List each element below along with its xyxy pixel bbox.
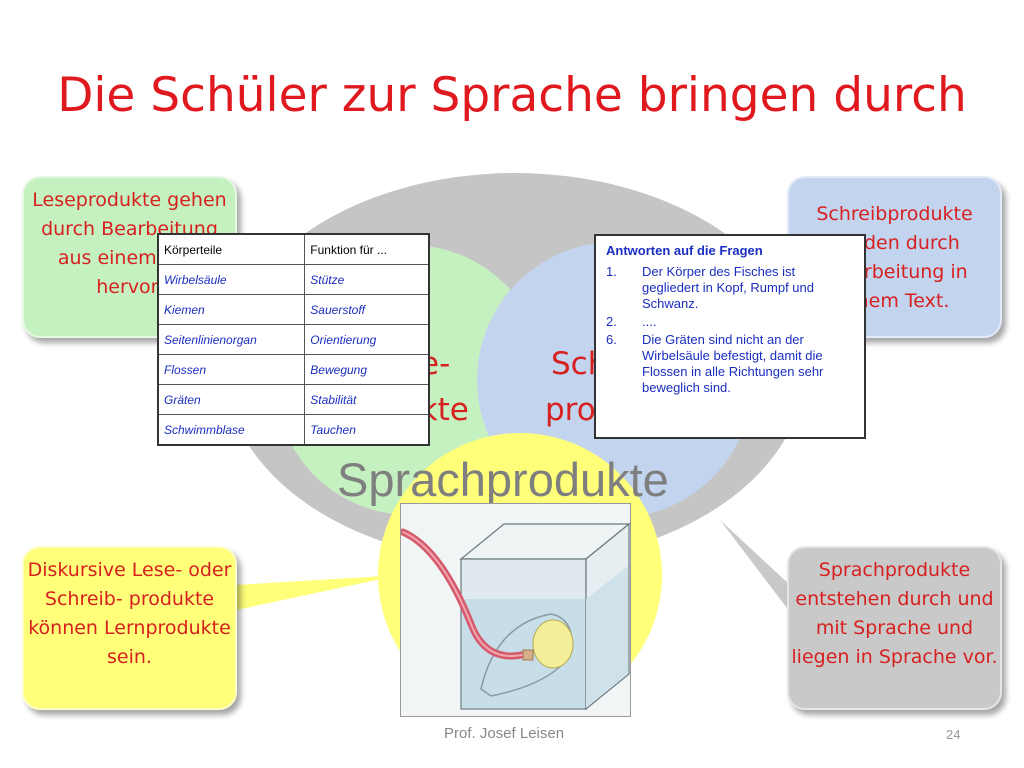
list-item: 6. Die Gräten sind nicht an der Wirbelsä…	[606, 332, 854, 396]
table-row: Schwimmblase Tauchen	[157, 414, 430, 446]
answer-number: 1.	[606, 264, 617, 279]
table-row: Gräten Stabilität	[157, 384, 430, 415]
fish-body-table: Körperteile Funktion für ... Wirbelsäule…	[157, 233, 430, 446]
table-cell: Schwimmblase	[157, 414, 306, 446]
answer-text: Die Gräten sind nicht an der Wirbelsäule…	[642, 332, 824, 395]
experiment-photo	[399, 503, 631, 717]
answers-box: Antworten auf die Fragen 1. Der Körper d…	[594, 234, 866, 439]
table-cell: Stütze	[304, 264, 430, 295]
table-row: Flossen Bewegung	[157, 354, 430, 385]
table-header-cell: Funktion für ...	[304, 233, 430, 265]
answer-text: Der Körper des Fisches ist gegliedert in…	[642, 264, 814, 311]
diskursiv-callout-tail	[236, 575, 400, 610]
answer-number: 6.	[606, 332, 617, 347]
table-cell: Stabilität	[304, 384, 430, 415]
table-cell: Orientierung	[304, 324, 430, 355]
table-row: Wirbelsäule Stütze	[157, 264, 430, 295]
table-cell: Bewegung	[304, 354, 430, 385]
slide-title: Die Schüler zur Sprache bringen durch	[57, 68, 967, 123]
sprach-callout-tail	[720, 520, 790, 612]
table-cell: Flossen	[157, 354, 306, 385]
page-number: 24	[946, 727, 961, 742]
table-cell: Sauerstoff	[304, 294, 430, 325]
table-header-cell: Körperteile	[157, 233, 306, 265]
diskursiv-bubble: Diskursive Lese- oder Schreib- produkte …	[22, 546, 237, 710]
answer-text: ....	[642, 314, 657, 329]
sprachprodukte-bubble: Sprachprodukte entstehen durch und mit S…	[787, 546, 1002, 710]
table-header-row: Körperteile Funktion für ...	[157, 233, 430, 265]
table-cell: Tauchen	[304, 414, 430, 446]
list-item: 2. ....	[606, 314, 854, 330]
answer-number: 2.	[606, 314, 617, 329]
table-cell: Wirbelsäule	[157, 264, 306, 295]
list-item: 1. Der Körper des Fisches ist gegliedert…	[606, 264, 854, 312]
footer-author: Prof. Josef Leisen	[444, 725, 565, 742]
answers-heading: Antworten auf die Fragen	[606, 243, 763, 258]
aquarium-tube-illustration	[399, 504, 631, 716]
table-cell: Seitenlinienorgan	[157, 324, 306, 355]
table-row: Seitenlinienorgan Orientierung	[157, 324, 430, 355]
sprachprodukte-label: Sprachprodukte	[337, 453, 669, 506]
table-cell: Kiemen	[157, 294, 306, 325]
table-cell: Gräten	[157, 384, 306, 415]
table-row: Kiemen Sauerstoff	[157, 294, 430, 325]
schreib-label-part2: pro	[545, 392, 596, 428]
